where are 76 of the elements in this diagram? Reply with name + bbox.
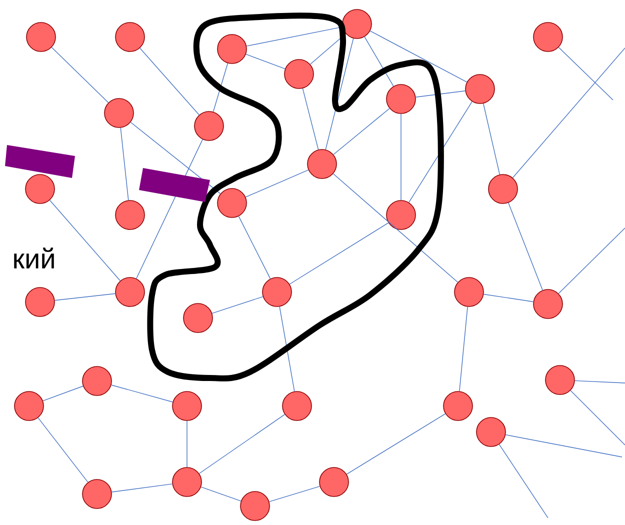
- connection-line: [111, 384, 173, 402]
- network-node: [386, 200, 416, 230]
- connection-line: [570, 390, 625, 446]
- connection-line: [574, 380, 625, 384]
- connection-line: [482, 103, 500, 175]
- network-node: [25, 287, 55, 317]
- connection-line: [408, 101, 472, 203]
- network-node: [545, 365, 575, 395]
- network-node: [115, 22, 145, 52]
- connection-line: [459, 306, 468, 392]
- network-node: [217, 188, 247, 218]
- connection-line: [49, 200, 121, 282]
- network-node: [14, 391, 44, 421]
- connection-line: [186, 420, 188, 468]
- network-node: [488, 174, 518, 204]
- connection-line: [51, 47, 109, 103]
- connection-line: [245, 170, 309, 198]
- label-text: кий: [14, 248, 54, 268]
- network-node: [342, 9, 372, 39]
- network-node: [533, 289, 563, 319]
- network-node: [533, 22, 563, 52]
- connection-line: [42, 386, 84, 402]
- connection-line: [325, 38, 354, 150]
- network-node: [82, 479, 112, 509]
- network-node: [282, 391, 312, 421]
- network-node: [25, 174, 55, 204]
- network-node: [183, 303, 213, 333]
- network-node: [386, 84, 416, 114]
- connection-line: [212, 296, 264, 314]
- connection-line: [130, 122, 221, 194]
- network-node: [443, 391, 473, 421]
- connection-line: [508, 202, 543, 290]
- connection-line: [238, 216, 271, 280]
- connection-line: [346, 413, 446, 475]
- connection-line: [140, 48, 200, 116]
- connection-line: [498, 444, 548, 518]
- connection-line: [200, 486, 242, 502]
- network-node: [465, 74, 495, 104]
- connection-line: [246, 54, 286, 70]
- network-node: [104, 98, 134, 128]
- connection-line: [332, 173, 458, 283]
- connection-line: [505, 434, 622, 458]
- connection-line: [558, 47, 614, 100]
- network-node: [172, 467, 202, 497]
- connection-line: [370, 30, 468, 82]
- network-node: [115, 200, 145, 230]
- connection-line: [558, 228, 625, 294]
- connection-line: [38, 417, 88, 483]
- connection-line: [302, 88, 319, 150]
- network-node: [240, 491, 270, 521]
- network-node: [262, 277, 292, 307]
- network-node: [194, 111, 224, 141]
- network-node: [307, 149, 337, 179]
- network-node: [319, 467, 349, 497]
- network-node: [454, 277, 484, 307]
- network-node: [284, 59, 314, 89]
- connection-line: [54, 293, 116, 301]
- connection-line: [198, 414, 286, 474]
- connection-line: [279, 306, 295, 392]
- connection-line: [483, 294, 534, 302]
- network-node: [82, 366, 112, 396]
- connection-line: [120, 127, 129, 201]
- connection-line: [333, 108, 390, 155]
- connection-line: [400, 114, 402, 200]
- connection-line: [268, 486, 320, 502]
- connection-line: [212, 62, 228, 112]
- network-node: [115, 277, 145, 307]
- connection-line: [512, 48, 625, 178]
- connection-line: [289, 222, 389, 284]
- network-node: [476, 417, 506, 447]
- connection-line: [111, 484, 173, 492]
- network-node: [26, 22, 56, 52]
- network-node: [172, 391, 202, 421]
- network-node: [217, 34, 247, 64]
- connection-line: [364, 36, 394, 86]
- connection-line: [415, 90, 466, 98]
